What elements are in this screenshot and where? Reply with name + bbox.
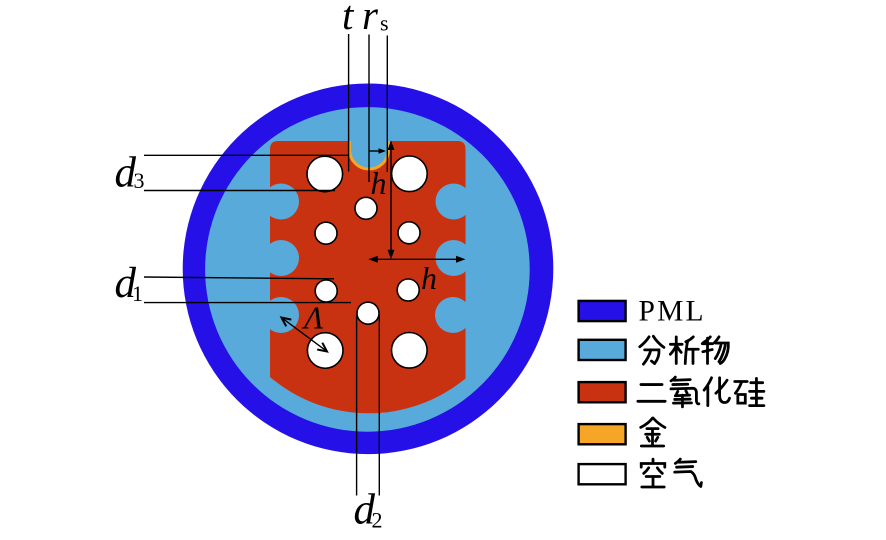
svg-text:d: d (354, 487, 376, 534)
svg-text:2: 2 (372, 508, 383, 533)
svg-text:r: r (362, 0, 379, 38)
svg-text:PML: PML (639, 295, 706, 327)
svg-text:1: 1 (132, 281, 143, 306)
svg-text:s: s (380, 10, 389, 35)
svg-text:h: h (421, 260, 437, 296)
svg-text:t: t (342, 0, 355, 38)
svg-text:Λ: Λ (301, 300, 324, 336)
svg-text:3: 3 (134, 168, 145, 193)
svg-text:d: d (115, 150, 137, 197)
svg-text:d: d (115, 260, 137, 307)
svg-text:h: h (371, 165, 387, 201)
